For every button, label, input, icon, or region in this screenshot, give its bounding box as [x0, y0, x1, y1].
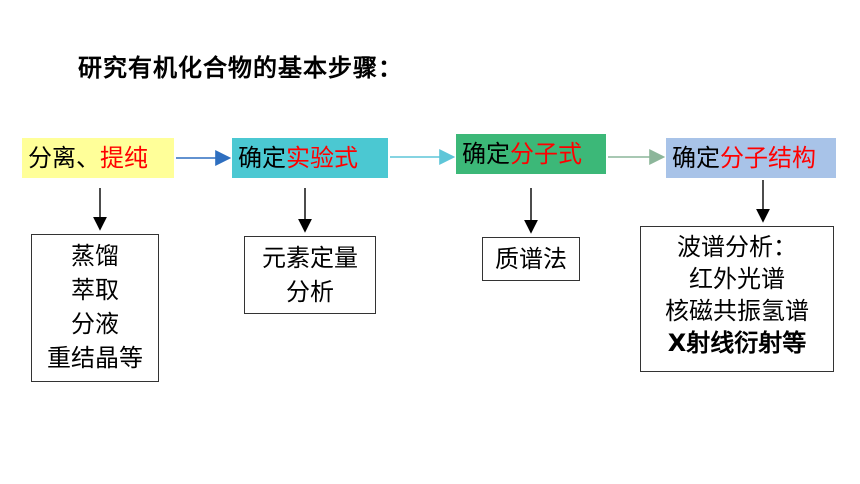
step-prefix: 分离、: [28, 144, 100, 172]
method-line: 波谱分析：: [677, 233, 797, 261]
step-highlight: 分子式: [510, 140, 582, 168]
method-line: 萃取: [71, 276, 119, 304]
method-line: 分析: [286, 278, 334, 306]
step-highlight: 分子结构: [720, 144, 816, 172]
step-prefix: 确定: [238, 144, 286, 172]
method-line: 红外光谱: [689, 265, 785, 293]
step-highlight: 实验式: [286, 144, 358, 172]
step-prefix: 确定: [672, 144, 720, 172]
method-line: 蒸馏: [71, 242, 119, 270]
page-title: 研究有机化合物的基本步骤：: [78, 54, 403, 82]
step-empirical-formula: 确定实验式: [232, 138, 388, 178]
step-separation-purification: 分离、提纯: [22, 138, 174, 178]
method-line: 质谱法: [495, 245, 567, 273]
step-prefix: 确定: [462, 140, 510, 168]
step-molecular-formula: 确定分子式: [456, 134, 606, 174]
method-line: X射线衍射等: [667, 329, 807, 357]
step-highlight: 提纯: [100, 144, 148, 172]
method-line: 元素定量: [262, 244, 358, 272]
method-line: 核磁共振氢谱: [665, 297, 809, 325]
methods-separation: 蒸馏 萃取 分液 重结晶等: [31, 234, 159, 382]
method-line: 重结晶等: [47, 344, 143, 372]
methods-empirical: 元素定量 分析: [244, 236, 376, 314]
step-molecular-structure: 确定分子结构: [666, 138, 836, 178]
methods-structure: 波谱分析： 红外光谱 核磁共振氢谱 X射线衍射等: [640, 226, 834, 372]
methods-molecular-formula: 质谱法: [482, 237, 580, 281]
method-line: 分液: [71, 310, 119, 338]
